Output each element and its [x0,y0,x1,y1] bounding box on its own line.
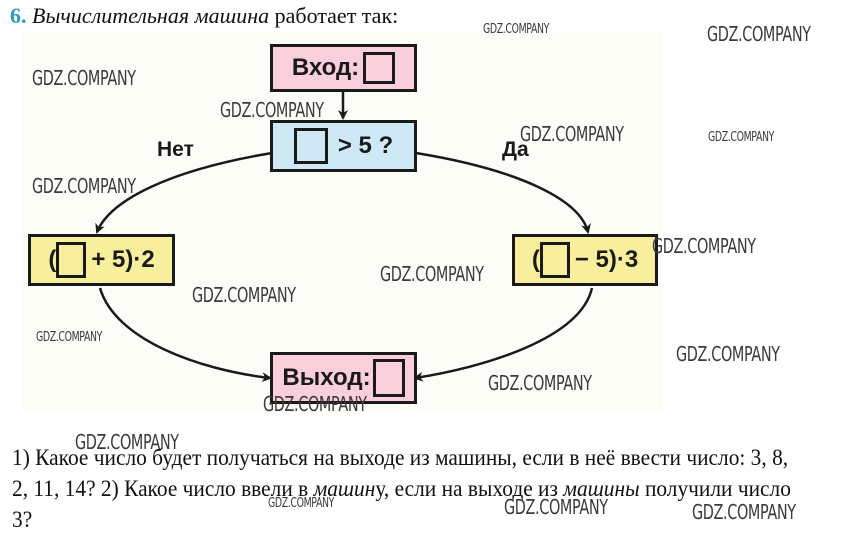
question-italic-2: машины [563,476,640,501]
watermark: GDZ.COMPANY [380,262,484,286]
condition-text: > 5 ? [337,132,394,159]
no-formula-square [56,242,87,278]
arrow-no-to-output [98,287,272,383]
watermark: GDZ.COMPANY [32,174,136,198]
yes-formula-square [539,242,570,278]
watermark: GDZ.COMPANY [692,500,796,524]
question-part1: 1) Какое число будет получаться на выход… [12,445,789,501]
no-formula-open: ( [48,246,57,273]
arrow-no-branch [95,151,273,234]
question-text: 1) Какое число будет получаться на выход… [12,442,799,535]
question-part2: у, если на выходе из [375,476,564,501]
condition-box: > 5 ? [270,120,417,172]
task-title-rest: работает так: [269,3,399,28]
no-formula-rest: + 5)·2 [91,246,155,273]
output-box: Выход: [270,352,417,404]
watermark: GDZ.COMPANY [504,495,608,519]
watermark: GDZ.COMPANY [75,430,179,454]
question-part3: получили число 3? [12,476,791,532]
question-italic-1: машин [313,476,376,501]
watermark: GDZ.COMPANY [263,392,367,416]
watermark: GDZ.COMPANY [192,283,296,307]
watermark: GDZ.COMPANY [708,130,775,145]
watermark: GDZ.COMPANY [483,22,550,37]
watermark: GDZ.COMPANY [32,66,136,90]
watermark: GDZ.COMPANY [676,342,780,366]
branch-yes-label: Да [502,138,529,161]
watermark: GDZ.COMPANY [707,22,811,46]
arrow-yes-to-output [413,287,594,382]
task-title-italic: Вычислительная машина [32,3,270,28]
watermark: GDZ.COMPANY [488,371,592,395]
arrow-yes-branch [415,151,591,234]
yes-formula-rest: − 5)·3 [574,246,639,273]
output-label: Выход: [282,364,371,391]
watermark: GDZ.COMPANY [520,122,624,146]
output-square [372,359,405,397]
watermark: GDZ.COMPANY [652,234,756,258]
branch-no-label: Нет [157,138,194,161]
watermark: GDZ.COMPANY [36,330,103,345]
no-formula-box: ( + 5)·2 [28,234,175,286]
condition-square [293,128,328,164]
watermark: GDZ.COMPANY [220,98,324,122]
input-square [363,52,396,84]
watermark: GDZ.COMPANY [268,496,335,511]
yes-formula-open: ( [531,246,540,273]
task-title: 6. Вычислительная машина работает так: [10,3,398,29]
input-label: Вход: [291,54,360,81]
input-box: Вход: [270,44,417,92]
task-number: 6. [10,3,27,28]
yes-formula-box: ( − 5)·3 [512,234,658,286]
